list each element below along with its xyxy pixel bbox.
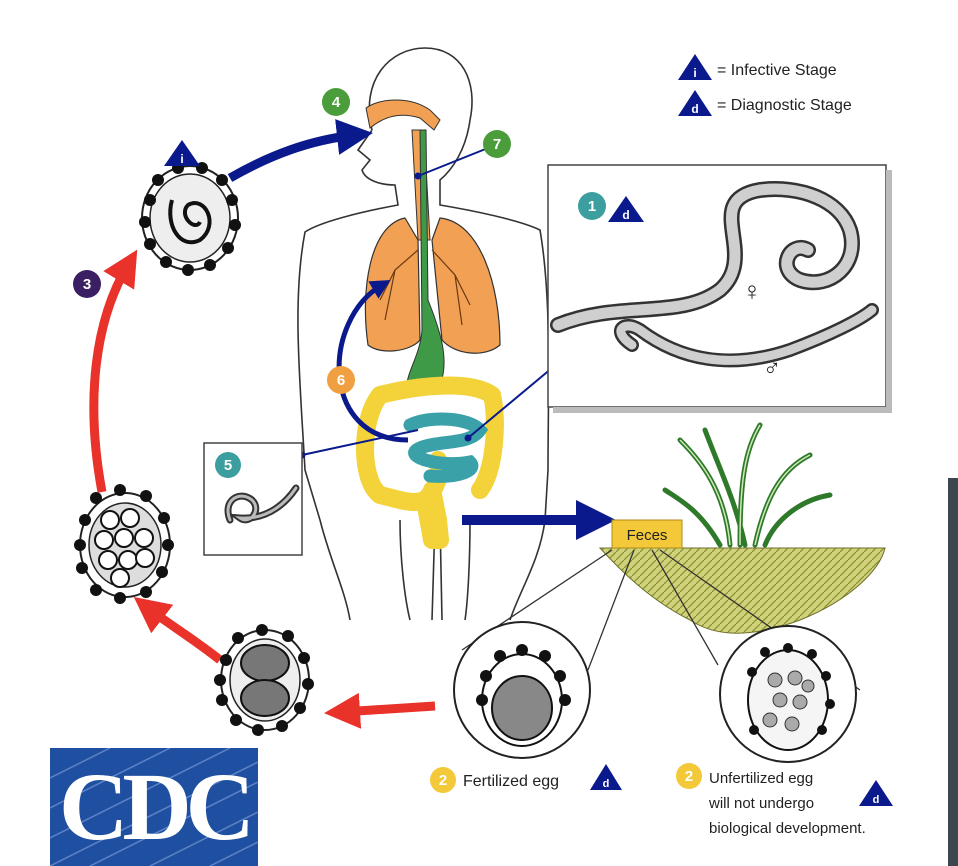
cdc-logo-text: CDC — [59, 753, 255, 860]
legend-diagnostic-letter: d — [691, 102, 698, 116]
fertilized-egg-label: Fertilized egg — [463, 773, 559, 790]
step-2-number-fertilized: 2 — [439, 772, 447, 789]
multicell-egg — [74, 484, 174, 604]
step-6-badge — [327, 366, 355, 394]
infective-stage-icon — [164, 140, 200, 166]
legend-infective-letter: i — [693, 66, 696, 80]
soil — [598, 547, 886, 634]
human-body — [297, 47, 550, 621]
step-3-badge — [73, 270, 101, 298]
diagnostic-stage-icon — [608, 196, 644, 222]
adult-pointer-line — [467, 367, 553, 439]
diagnostic-stage-icon — [590, 764, 622, 790]
infective-stage-icon-letter: i — [180, 152, 183, 166]
unfertilized-egg-label-line2: will not undergo — [708, 795, 814, 812]
step-2-badge-unfertilized — [676, 763, 702, 789]
grass — [662, 422, 833, 548]
female-symbol: ♀ — [742, 276, 762, 306]
edge-bar — [948, 478, 958, 866]
step-5-number: 5 — [224, 457, 232, 474]
two-cell-egg — [214, 624, 314, 736]
step-3-number: 3 — [83, 276, 91, 293]
pointer-dot — [414, 172, 422, 180]
cdc-logo-stripes — [50, 748, 258, 866]
legend-infective-icon — [678, 54, 712, 80]
feces-label-box — [611, 519, 683, 549]
legend-infective-label: = Infective Stage — [717, 62, 837, 79]
step-7-number: 7 — [493, 136, 501, 153]
diagnostic-stage-icon-letter: d — [622, 208, 629, 222]
pointer-dot — [464, 434, 472, 442]
unfertilized-egg — [719, 625, 857, 763]
step-7-badge — [483, 130, 511, 158]
step-1-badge — [578, 192, 606, 220]
fertilized-egg — [453, 621, 591, 759]
ingestion-arrow — [227, 119, 373, 182]
step-4-badge — [322, 88, 350, 116]
development-arrow-2 — [133, 596, 223, 664]
development-arrow-3 — [89, 249, 138, 493]
feces-label: Feces — [627, 527, 668, 544]
legend-diagnostic-icon — [678, 90, 712, 116]
step-2-badge-fertilized — [430, 767, 456, 793]
diagnostic-stage-icon — [859, 780, 893, 806]
infective-egg — [139, 162, 241, 276]
step-1-number: 1 — [588, 198, 596, 215]
diagnostic-stage-icon-letter: d — [603, 778, 610, 790]
unfertilized-egg-label-line3: biological development. — [709, 820, 866, 837]
legend-diagnostic-label: = Diagnostic Stage — [717, 97, 852, 114]
larva-pointer-line — [301, 429, 419, 456]
feces-egg-lines — [461, 549, 861, 691]
step-5-badge — [215, 452, 241, 478]
lungs — [364, 217, 501, 354]
legend: i = Infective Stage d = Diagnostic Stage — [678, 54, 852, 116]
male-symbol: ♂ — [763, 355, 781, 382]
cdc-logo: CDC — [50, 748, 258, 866]
esophagus-pointer-line — [417, 147, 489, 177]
development-arrow-1 — [324, 692, 436, 729]
step-4-number: 4 — [332, 94, 341, 111]
step-6-number: 6 — [337, 372, 345, 389]
step-2-number-unfertilized: 2 — [685, 768, 693, 785]
digestive-tract — [356, 129, 504, 549]
diagnostic-stage-icon-letter: d — [873, 794, 880, 806]
unfertilized-egg-label-line1: Unfertilized egg — [709, 770, 813, 787]
